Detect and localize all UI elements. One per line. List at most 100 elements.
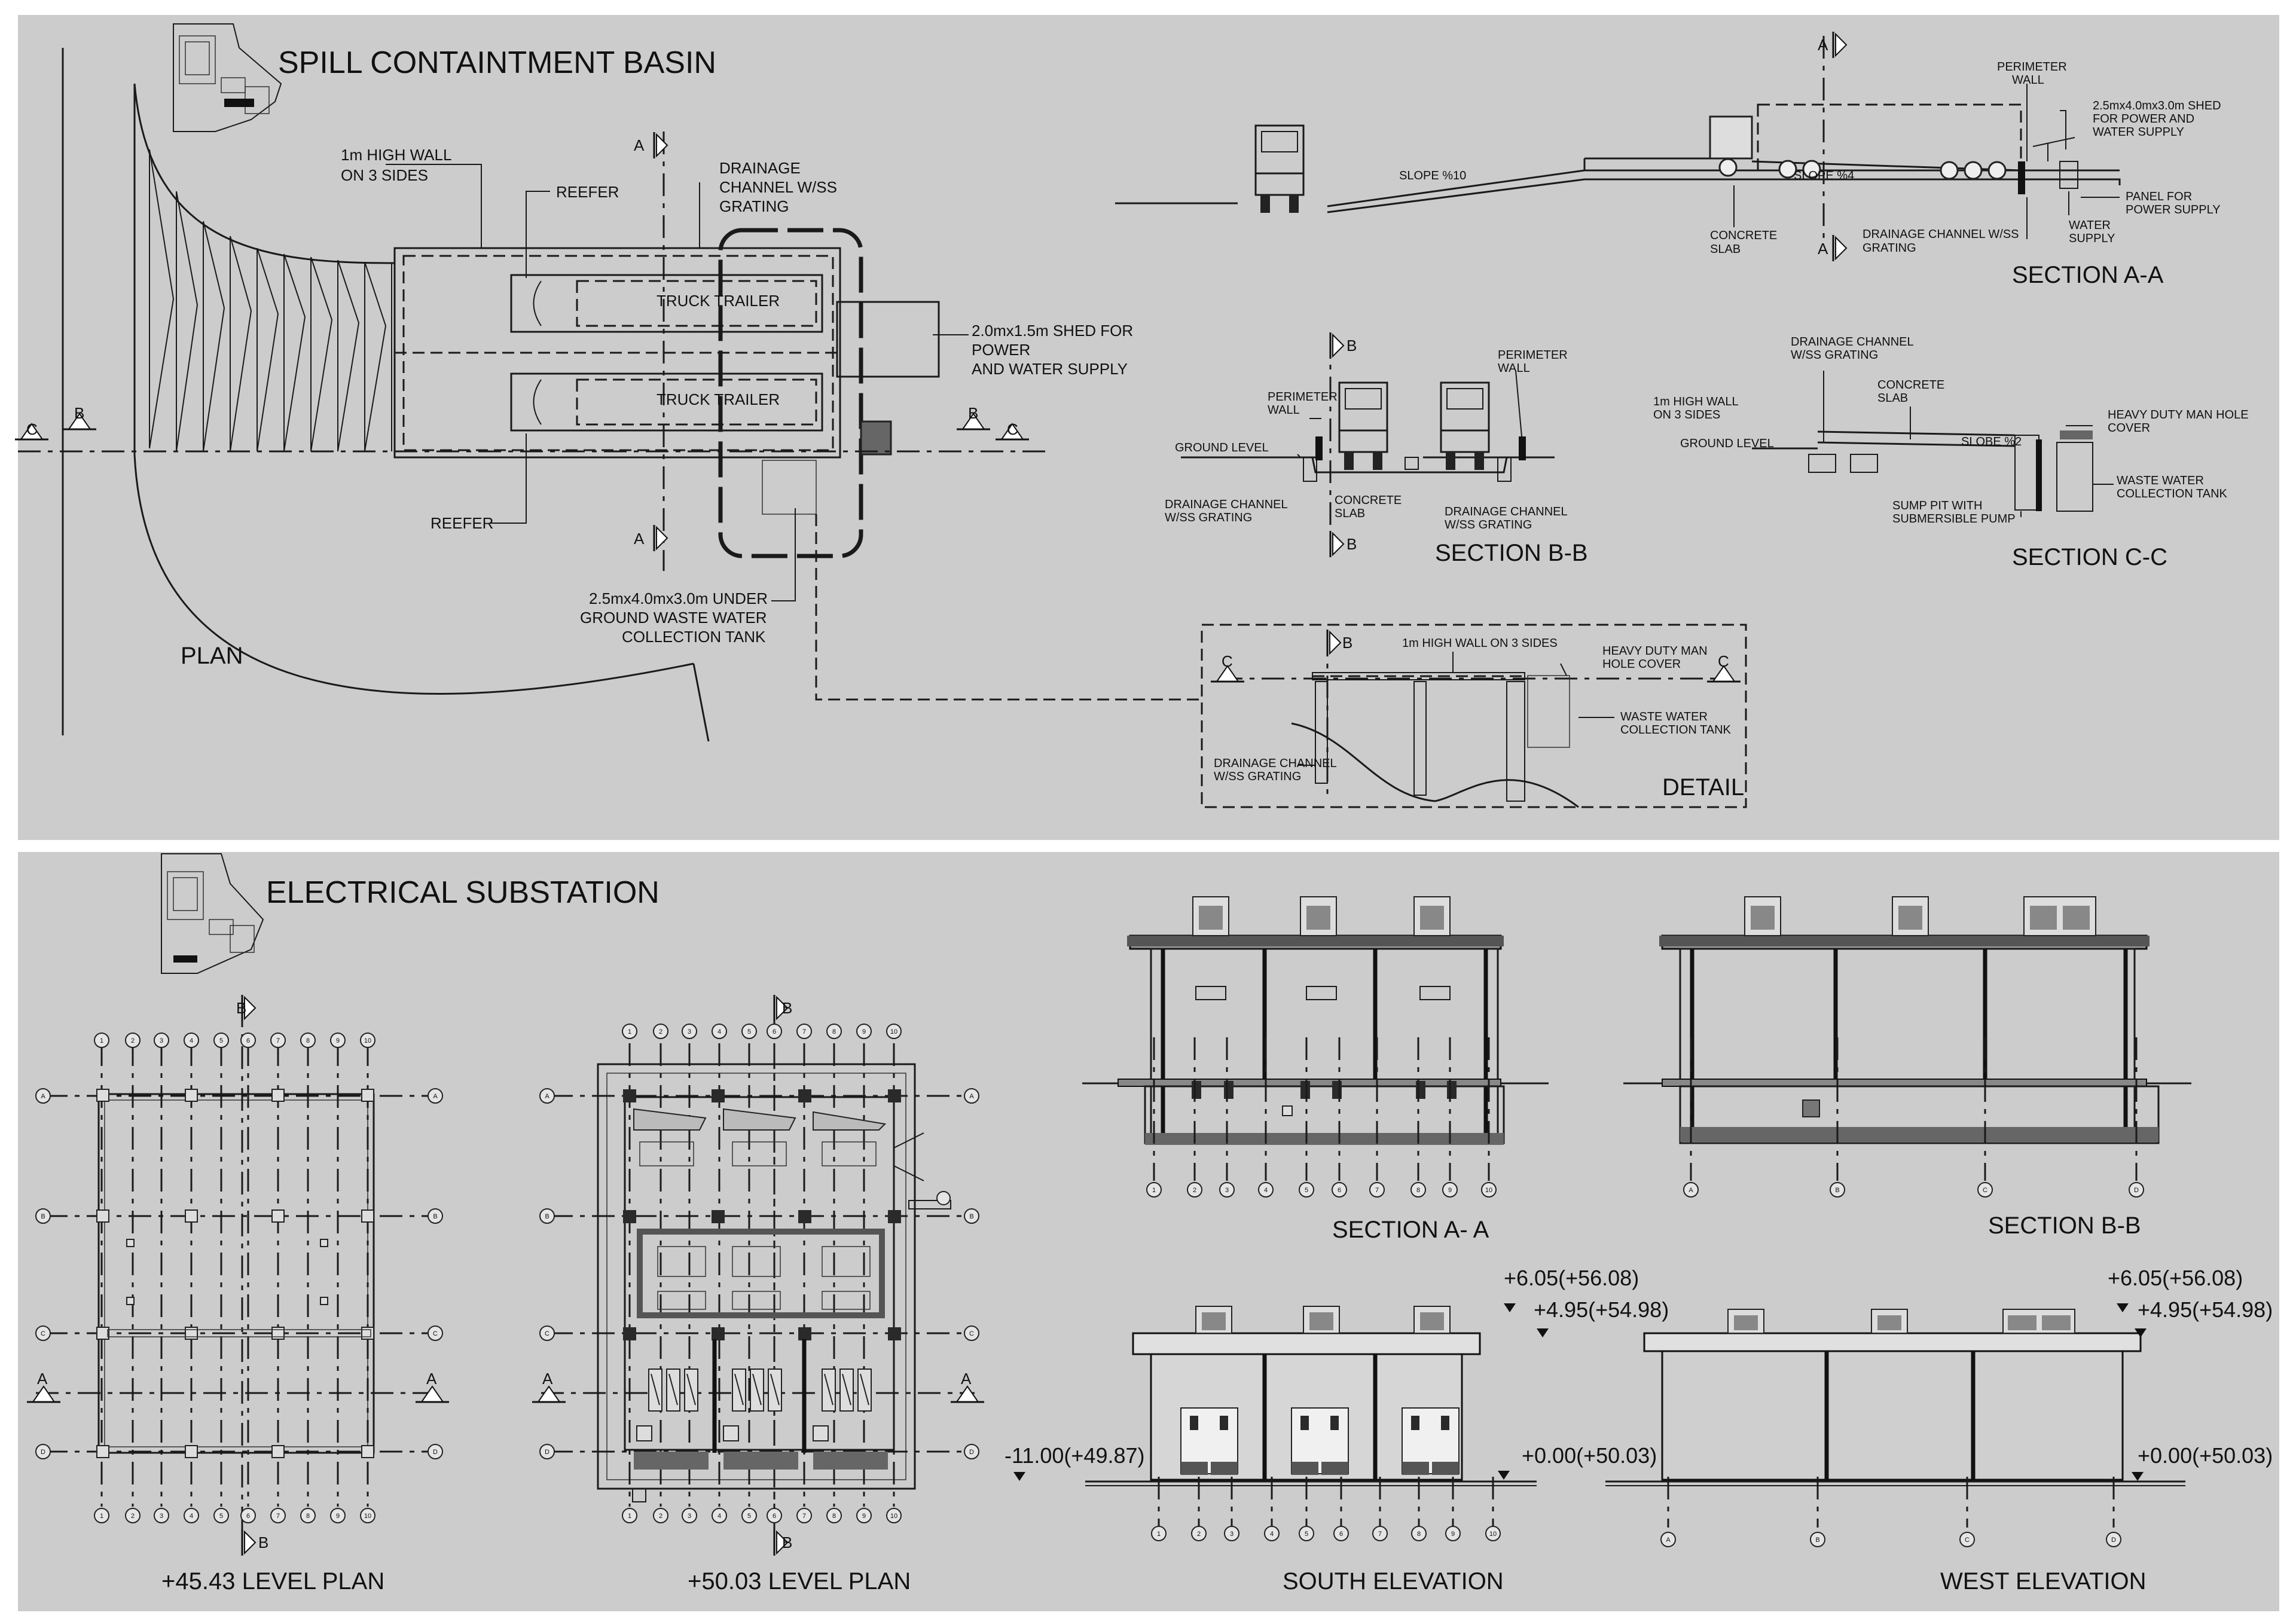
svg-text:3: 3 (688, 1513, 691, 1520)
svg-text:1: 1 (1157, 1531, 1161, 1538)
svg-text:SLOPE %4: SLOPE %4 (1794, 169, 1854, 182)
svg-text:B: B (1342, 634, 1352, 652)
plan1-grid-bubble-bottom: 1 (94, 1508, 109, 1523)
plan2-grid-bubble-top: 4 (712, 1024, 727, 1039)
svg-text:2: 2 (1193, 1187, 1196, 1194)
svg-text:A: A (1666, 1537, 1671, 1544)
plan-45-43-title: +45.43 LEVEL PLAN (161, 1568, 384, 1594)
plan2-grid-bubble-top: 10 (886, 1024, 902, 1039)
section-aa-grid-bubble: 4 (1258, 1182, 1274, 1198)
svg-text:PERIMETER: PERIMETER (1268, 390, 1338, 404)
mark-a-bottom: A (634, 530, 645, 548)
plan2-grid-bubble-bottom: 2 (653, 1508, 668, 1523)
svg-text:D: D (2111, 1537, 2116, 1544)
section-bb-grid-bubble: A (1683, 1182, 1699, 1198)
plan2-b-top: B (782, 999, 792, 1017)
svg-text:TRUCK TRAILER: TRUCK TRAILER (657, 390, 780, 408)
plan2-grid-bubble-top: 6 (767, 1024, 782, 1039)
plan-label: PLAN (181, 643, 243, 669)
south-elevation-grid-bubble: 4 (1264, 1526, 1280, 1541)
plan1-grid-bubble-bottom: 9 (330, 1508, 346, 1523)
svg-text:WATER SUPPLY: WATER SUPPLY (2093, 126, 2184, 139)
plan1-grid-bubble-bottom: 4 (184, 1508, 199, 1523)
svg-text:9: 9 (336, 1513, 340, 1520)
svg-text:WALL: WALL (1498, 362, 1530, 375)
south-elevation-grid-bubble: 6 (1333, 1526, 1349, 1541)
west-elevation-grid-bubble: B (1810, 1532, 1825, 1547)
plan1-grid-bubble-right: B (428, 1208, 443, 1224)
plan2-grid-bubble-top: 8 (826, 1024, 842, 1039)
svg-text:10: 10 (890, 1028, 897, 1035)
plan2-a-left: A (542, 1370, 553, 1388)
plan2-grid-bubble-bottom: 5 (741, 1508, 757, 1523)
plan1-grid-bubble-left: B (35, 1208, 51, 1224)
svg-text:9: 9 (862, 1028, 866, 1035)
plan1-grid-bubble-top: 5 (213, 1033, 229, 1048)
plan2-grid-bubble-bottom: 7 (796, 1508, 812, 1523)
svg-text:WATER: WATER (2069, 219, 2111, 232)
spill-section-bb: B B PERIMETER WALL PERIMETER WALL GROUND… (1165, 331, 1588, 566)
svg-text:7: 7 (276, 1513, 280, 1520)
substation-section-bb-title: SECTION B-B (1988, 1212, 2141, 1239)
mark-b-right: B (968, 404, 978, 422)
svg-text:8: 8 (306, 1513, 310, 1520)
svg-text:COVER: COVER (2108, 421, 2150, 435)
plan2-grid-bubble-left: B (539, 1208, 555, 1224)
svg-text:8: 8 (832, 1028, 836, 1035)
svg-text:10: 10 (364, 1513, 371, 1520)
svg-text:+6.05(+56.08): +6.05(+56.08) (1504, 1266, 1639, 1290)
section-bb-title: SECTION B-B (1435, 540, 1588, 566)
plan2-grid-bubble-top: 7 (796, 1024, 812, 1039)
svg-text:GRATING: GRATING (719, 197, 789, 215)
section-aa-grid-bubble: 1 (1146, 1182, 1162, 1198)
svg-text:5: 5 (747, 1028, 751, 1035)
svg-text:CONCRETE: CONCRETE (1710, 229, 1777, 242)
substation-panel-background (18, 852, 2279, 1611)
svg-text:2: 2 (659, 1513, 662, 1520)
svg-text:6: 6 (773, 1028, 776, 1035)
plan1-b-top: B (236, 999, 246, 1017)
west-elevation-title: WEST ELEVATION (1940, 1568, 2147, 1594)
svg-text:4: 4 (1270, 1531, 1274, 1538)
svg-text:D: D (969, 1449, 974, 1456)
svg-text:B: B (1347, 535, 1357, 553)
svg-text:5: 5 (1305, 1531, 1308, 1538)
svg-text:DRAINAGE CHANNEL: DRAINAGE CHANNEL (1214, 757, 1337, 770)
svg-text:3: 3 (688, 1028, 691, 1035)
svg-text:REEFER: REEFER (430, 514, 493, 532)
substation-section-aa-title: SECTION A- A (1332, 1217, 1489, 1243)
svg-text:10: 10 (1489, 1531, 1497, 1538)
south-elevation: +6.05(+56.08) +4.95(+54.98) +0.00(+50.03… (1004, 1266, 1669, 1594)
svg-text:WALL: WALL (1268, 404, 1300, 417)
plan1-grid-bubble-left: A (35, 1088, 51, 1104)
south-elevation-grid-bubble: 10 (1485, 1526, 1501, 1541)
svg-text:A: A (545, 1093, 549, 1100)
plan2-grid-bubble-bottom: 8 (826, 1508, 842, 1523)
spill-detail: C C B 1m HIGH WALL ON 3 SIDES HEAVY DUTY… (1201, 624, 1747, 808)
site-key-thumbnail (173, 23, 282, 132)
plan2-grid-bubble-top: 3 (682, 1024, 697, 1039)
spill-title: SPILL CONTAINTMENT BASIN (278, 45, 716, 80)
svg-text:W/SS GRATING: W/SS GRATING (1214, 770, 1301, 783)
detail-title: DETAIL (1662, 774, 1744, 801)
plan1-grid-bubble-top: 4 (184, 1033, 199, 1048)
svg-text:POWER: POWER (972, 341, 1030, 359)
svg-text:6: 6 (246, 1037, 250, 1044)
south-elevation-grid-bubble: 7 (1372, 1526, 1388, 1541)
mark-b-left: B (74, 404, 84, 422)
svg-text:HEAVY DUTY MAN: HEAVY DUTY MAN (1602, 644, 1708, 658)
svg-text:C: C (1965, 1537, 1970, 1544)
svg-text:POWER SUPPLY: POWER SUPPLY (2126, 203, 2221, 216)
spill-section-cc: DRAINAGE CHANNEL W/SS GRATING CONCRETE S… (1653, 335, 2249, 570)
svg-text:2.5mx4.0mx3.0m SHED: 2.5mx4.0mx3.0m SHED (2093, 99, 2221, 112)
substation-section-aa: SECTION A- A (1082, 896, 1549, 1243)
svg-text:8: 8 (1416, 1187, 1420, 1194)
west-elevation-grid-bubble: A (1660, 1532, 1676, 1547)
section-bb-grid-bubble: B (1830, 1182, 1845, 1198)
grid-bubbles: 1122334455667788991010112233445566778899… (35, 1024, 2144, 1547)
plan1-grid-bubble-left: C (35, 1325, 51, 1341)
svg-text:DRAINAGE CHANNEL: DRAINAGE CHANNEL (1445, 505, 1568, 518)
svg-text:D: D (433, 1449, 438, 1456)
svg-text:5: 5 (1305, 1187, 1308, 1194)
